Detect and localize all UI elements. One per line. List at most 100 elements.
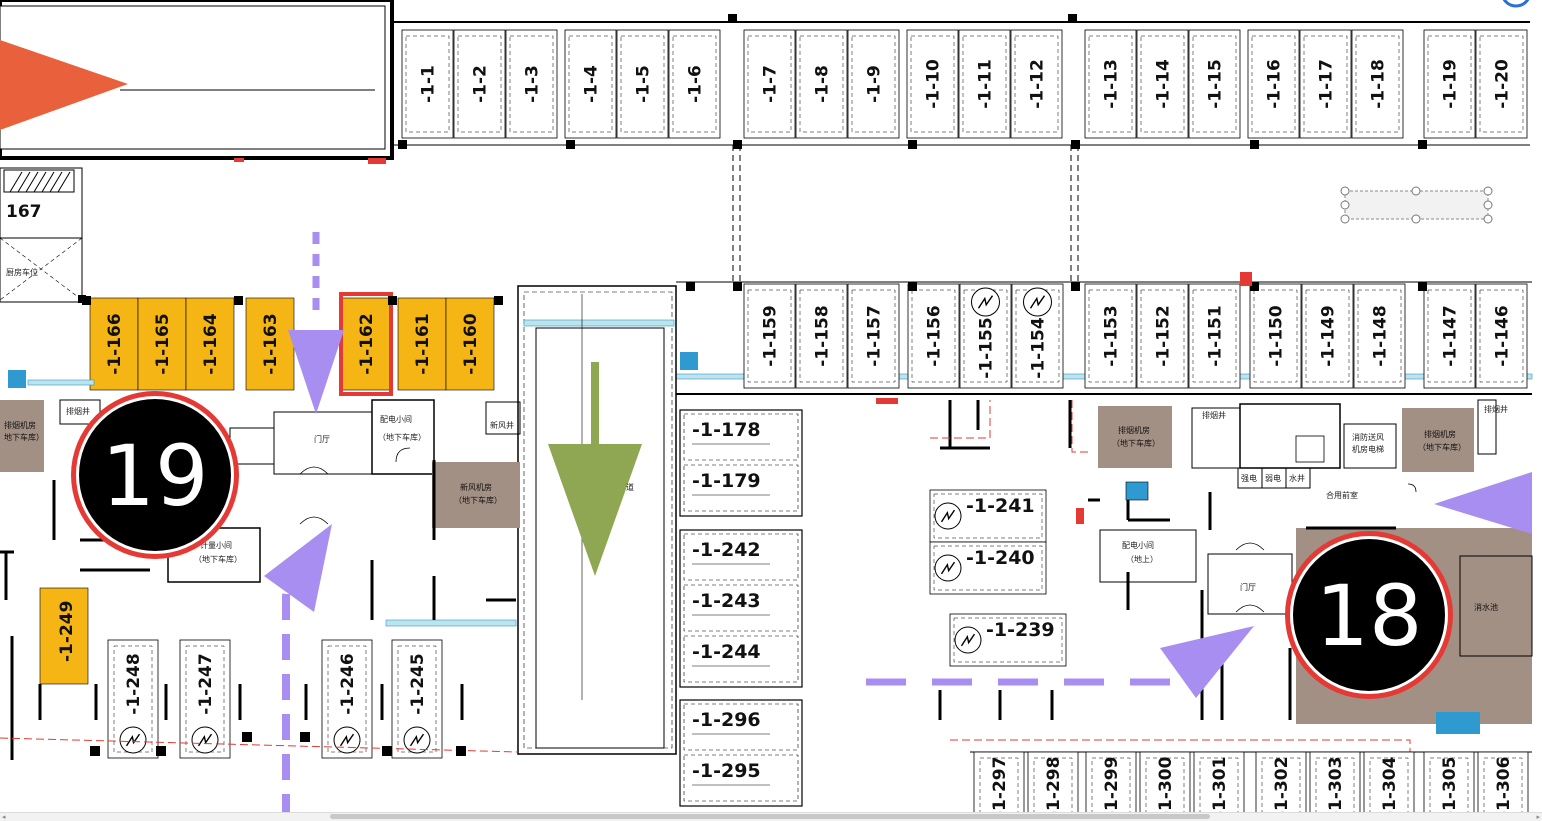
scroll-thumb[interactable] <box>330 814 1210 819</box>
room-fresh-air-sub: （地下车库） <box>454 495 502 505</box>
room-smoke-right-sub: （地下车库） <box>1418 442 1466 452</box>
parking-slot[interactable]: -1-164 <box>185 297 235 391</box>
parking-slot[interactable]: -1-305 <box>1423 751 1475 821</box>
parking-slot[interactable]: -1-178 <box>683 413 799 461</box>
horizontal-scrollbar[interactable]: ◂ ▸ <box>0 812 1542 821</box>
parking-slot[interactable]: -1-304 <box>1363 751 1415 821</box>
slot-label: -1-300 <box>1156 756 1176 818</box>
scroll-right-icon[interactable]: ▸ <box>1536 813 1540 821</box>
parking-slot[interactable]: -1-299 <box>1085 751 1137 821</box>
parking-slot[interactable]: -1-159 <box>743 283 796 389</box>
parking-slot[interactable]: -1-240 <box>929 541 1047 595</box>
parking-slot[interactable]: -1-150 <box>1249 283 1302 389</box>
parking-slot[interactable]: -1-14 <box>1136 29 1189 139</box>
parking-slot[interactable]: -1-154 <box>1011 283 1064 389</box>
charging-icon <box>403 726 431 754</box>
parking-slot[interactable]: -1-152 <box>1136 283 1189 389</box>
parking-slot[interactable]: -1-243 <box>683 584 799 632</box>
parking-slot[interactable]: -1-13 <box>1084 29 1137 139</box>
single-slot-249: -1-249 <box>39 587 89 685</box>
parking-slot[interactable]: -1-155 <box>959 283 1012 389</box>
parking-slot[interactable]: -1-4 <box>564 29 617 139</box>
parking-slot[interactable]: -1-5 <box>616 29 669 139</box>
parking-slot[interactable]: -1-179 <box>683 464 799 512</box>
slot-label: -1-155 <box>977 317 997 378</box>
parking-slot[interactable]: -1-147 <box>1423 283 1476 389</box>
selected-slot-highlight[interactable] <box>339 292 393 396</box>
parking-slot[interactable]: -1-148 <box>1353 283 1406 389</box>
slot-label: -1-151 <box>1206 305 1226 366</box>
slot-label: -1-158 <box>813 305 833 366</box>
marker-18[interactable]: 18 <box>1285 531 1453 699</box>
top-parking-row: -1-1-1-2-1-3-1-4 -1-5 -1-6 -1-7-1-8-1-9 -1-1… <box>392 14 1530 149</box>
parking-slot[interactable]: -1-246 <box>321 639 373 759</box>
parking-slot[interactable]: -1-166 <box>89 297 139 391</box>
parking-slot[interactable]: -1-151 <box>1188 283 1241 389</box>
scroll-left-icon[interactable]: ◂ <box>2 813 6 821</box>
parking-slot[interactable]: -1-296 <box>683 703 799 751</box>
parking-slot[interactable]: -1-303 <box>1309 751 1361 821</box>
parking-slot[interactable]: -1-162 <box>339 292 393 396</box>
bottom-right-parking-row: -1-297-1-298-1-299-1-300-1-301-1-302-1-3… <box>970 751 1532 821</box>
parking-slot[interactable]: -1-156 <box>907 283 960 389</box>
parking-slot[interactable]: -1-158 <box>795 283 848 389</box>
selection-box[interactable] <box>1340 186 1493 224</box>
parking-slot[interactable]: -1-298 <box>1027 751 1079 821</box>
parking-slot[interactable]: -1-244 <box>683 635 799 683</box>
parking-slot[interactable]: -1-146 <box>1475 283 1528 389</box>
parking-slot[interactable]: -1-19 <box>1423 29 1476 139</box>
corner-badge-icon[interactable] <box>1502 0 1530 8</box>
slot-label: -1-160 <box>461 313 481 375</box>
slot-label: -1-147 <box>1441 305 1461 366</box>
slot-label: -1-243 <box>692 590 761 612</box>
parking-slot[interactable]: -1-20 <box>1475 29 1528 139</box>
slot-label: -1-13 <box>1102 59 1122 109</box>
parking-slot[interactable]: -1-2 <box>453 29 506 139</box>
room-water-well: 水井 <box>1289 473 1305 483</box>
slot-label: -1-154 <box>1029 317 1049 379</box>
slot-label: -1-159 <box>761 305 781 366</box>
parking-slot[interactable]: -1-7 <box>743 29 796 139</box>
parking-slot[interactable]: -1-248 <box>107 639 159 759</box>
room-elec-a: 强电 <box>1241 473 1257 483</box>
parking-slot[interactable]: -1-239 <box>949 613 1067 667</box>
parking-slot[interactable]: -1-149 <box>1301 283 1354 389</box>
parking-slot[interactable]: -1-297 <box>973 751 1025 821</box>
parking-slot[interactable]: -1-161 <box>397 297 447 391</box>
parking-slot[interactable]: -1-242 <box>683 533 799 581</box>
parking-slot[interactable]: -1-247 <box>179 639 231 759</box>
left-bottom-posts <box>90 732 466 756</box>
parking-slot[interactable]: -1-245 <box>391 639 443 759</box>
parking-slot[interactable]: -1-160 <box>445 297 495 391</box>
parking-slot[interactable]: -1-10 <box>906 29 959 139</box>
slot-label: -1-166 <box>105 313 125 374</box>
parking-slot[interactable]: -1-165 <box>137 297 187 391</box>
marker-19[interactable]: 19 <box>71 391 239 559</box>
parking-slot[interactable]: -1-12 <box>1010 29 1063 139</box>
parking-slot[interactable]: -1-3 <box>505 29 558 139</box>
parking-slot[interactable]: -1-16 <box>1247 29 1300 139</box>
parking-slot[interactable]: -1-153 <box>1084 283 1137 389</box>
parking-slot[interactable]: -1-8 <box>795 29 848 139</box>
parking-slot[interactable]: -1-300 <box>1139 751 1191 821</box>
slot-label: -1-14 <box>1154 59 1174 109</box>
parking-slot[interactable]: -1-163 <box>245 297 295 391</box>
parking-slot[interactable]: -1-301 <box>1193 751 1245 821</box>
parking-slot[interactable]: -1-17 <box>1299 29 1352 139</box>
parking-slot[interactable]: -1-302 <box>1255 751 1307 821</box>
slot-label: -1-19 <box>1441 59 1461 109</box>
parking-slot[interactable]: -1-11 <box>958 29 1011 139</box>
parking-slot[interactable]: -1-6 <box>668 29 721 139</box>
slot-label: -1-11 <box>976 59 996 109</box>
slot-label: -1-5 <box>634 65 654 103</box>
parking-slot[interactable]: -1-15 <box>1188 29 1241 139</box>
parking-slot[interactable]: -1-157 <box>847 283 900 389</box>
parking-slot[interactable]: -1-1 <box>401 29 454 139</box>
parking-slot[interactable]: -1-241 <box>929 489 1047 543</box>
parking-slot[interactable]: -1-9 <box>847 29 900 139</box>
parking-slot[interactable]: -1-295 <box>683 754 799 802</box>
parking-slot[interactable]: -1-306 <box>1477 751 1529 821</box>
slot-label: -1-10 <box>924 59 944 109</box>
parking-slot[interactable]: -1-18 <box>1351 29 1404 139</box>
